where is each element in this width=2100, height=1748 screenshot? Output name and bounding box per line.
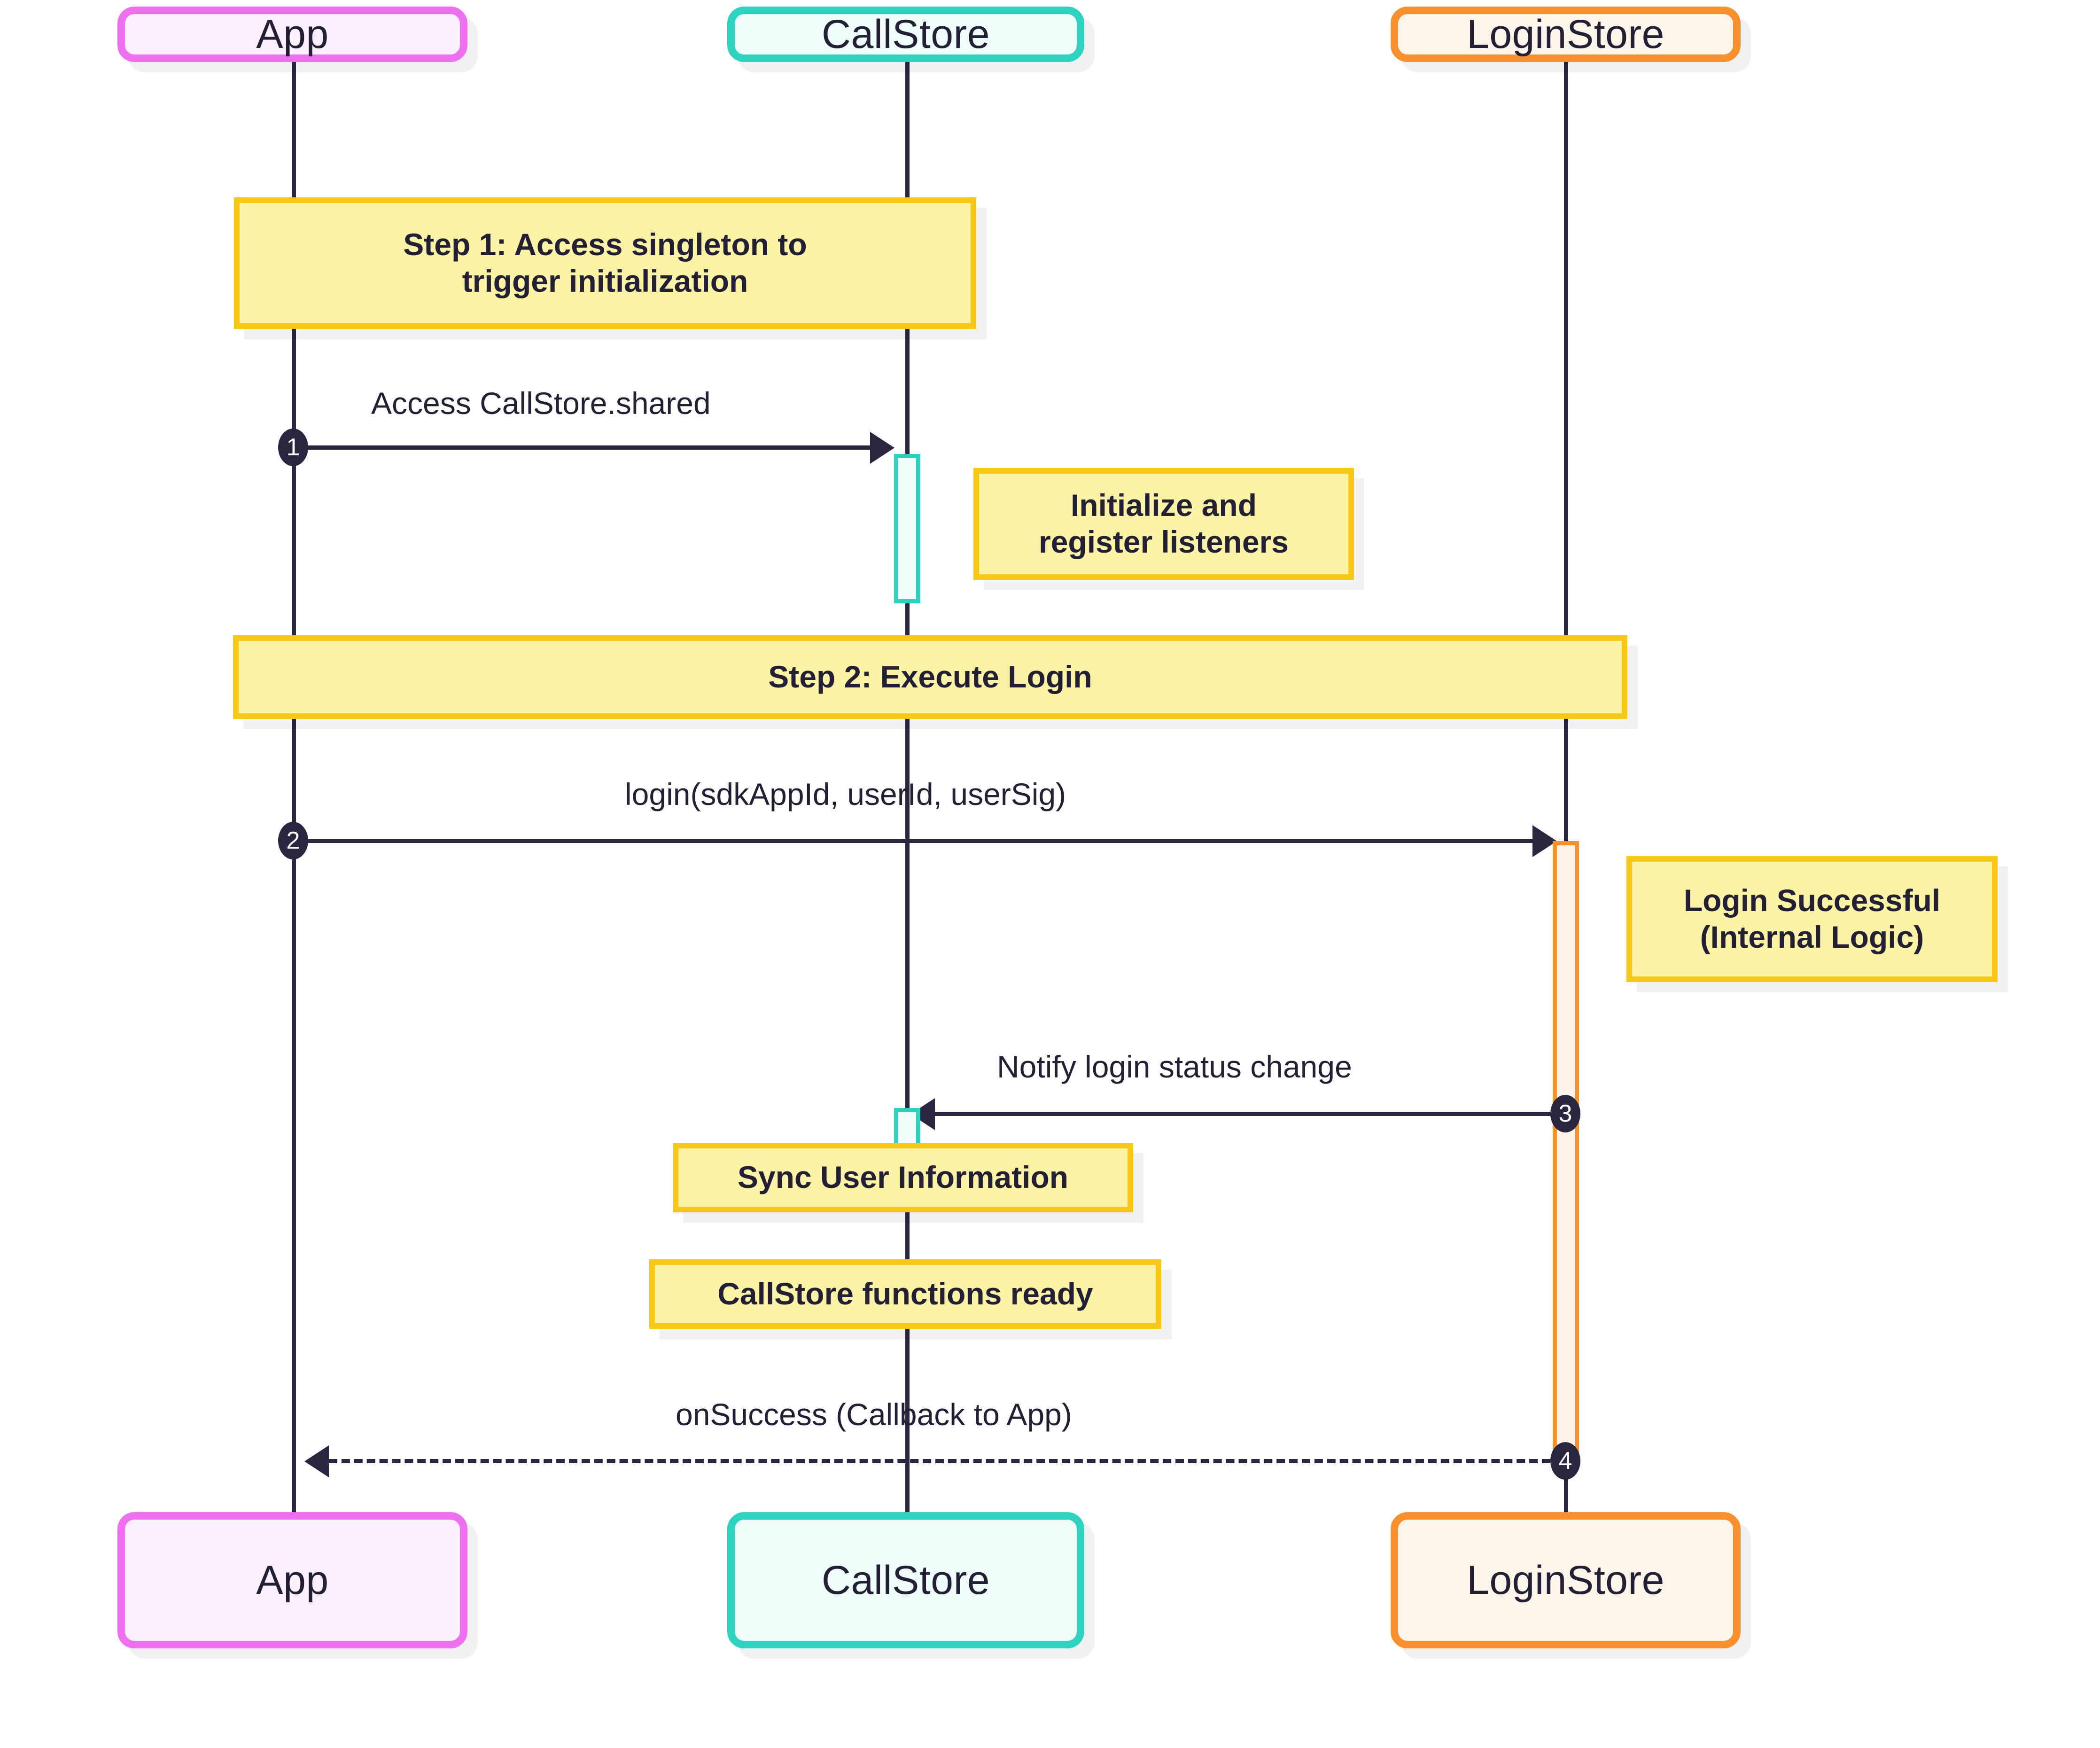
activation-loginstore-1 [1553, 841, 1579, 1466]
message-line-2 [294, 839, 1549, 843]
participant-label: App [256, 1557, 329, 1603]
banner-text: Step 2: Execute Login [768, 659, 1092, 695]
participant-app-top[interactable]: App [117, 7, 467, 62]
message-label-3: Notify login status change [997, 1049, 1352, 1084]
participant-loginstore-top[interactable]: LoginStore [1391, 7, 1741, 62]
message-line-3 [935, 1112, 1567, 1116]
banner-step-1: Step 1: Access singleton to trigger init… [234, 197, 976, 329]
sequence-number-2: 2 [278, 822, 308, 859]
participant-label: App [256, 11, 329, 57]
message-label-4: onSuccess (Callback to App) [676, 1397, 1072, 1432]
sequence-number-1: 1 [278, 429, 308, 466]
message-arrowhead-4 [304, 1445, 329, 1477]
lifeline-loginstore [1564, 61, 1568, 1513]
note-login-successful: Login Successful (Internal Logic) [1626, 856, 1998, 982]
message-label-1: Access CallStore.shared [371, 386, 711, 421]
activation-callstore-1 [894, 454, 920, 603]
message-label-2: login(sdkAppId, userId, userSig) [625, 777, 1066, 812]
message-arrowhead-1 [870, 432, 894, 464]
note-text: Sync User Information [737, 1160, 1069, 1195]
participant-label: LoginStore [1467, 11, 1664, 57]
message-line-4 [329, 1459, 1550, 1463]
note-text: Login Successful (Internal Logic) [1683, 883, 1941, 954]
note-sync-user-information: Sync User Information [673, 1143, 1133, 1212]
sequence-number-4: 4 [1550, 1442, 1580, 1480]
participant-label: LoginStore [1467, 1557, 1664, 1603]
banner-step-2: Step 2: Execute Login [233, 635, 1627, 719]
note-initialize-register-listeners: Initialize and register listeners [973, 468, 1354, 580]
note-text: CallStore functions ready [717, 1276, 1093, 1311]
participant-loginstore-bottom[interactable]: LoginStore [1391, 1512, 1741, 1648]
note-callstore-functions-ready: CallStore functions ready [649, 1259, 1161, 1329]
participant-callstore-bottom[interactable]: CallStore [727, 1512, 1084, 1648]
note-text: Initialize and register listeners [1039, 488, 1289, 559]
lifeline-callstore [905, 61, 910, 1513]
participant-label: CallStore [821, 1557, 990, 1603]
message-line-1 [294, 445, 886, 450]
sequence-number-3: 3 [1550, 1095, 1580, 1132]
banner-text: Step 1: Access singleton to trigger init… [403, 227, 807, 298]
lifeline-app [292, 61, 296, 1513]
participant-callstore-top[interactable]: CallStore [727, 7, 1084, 62]
participant-label: CallStore [821, 11, 990, 57]
participant-app-bottom[interactable]: App [117, 1512, 467, 1648]
